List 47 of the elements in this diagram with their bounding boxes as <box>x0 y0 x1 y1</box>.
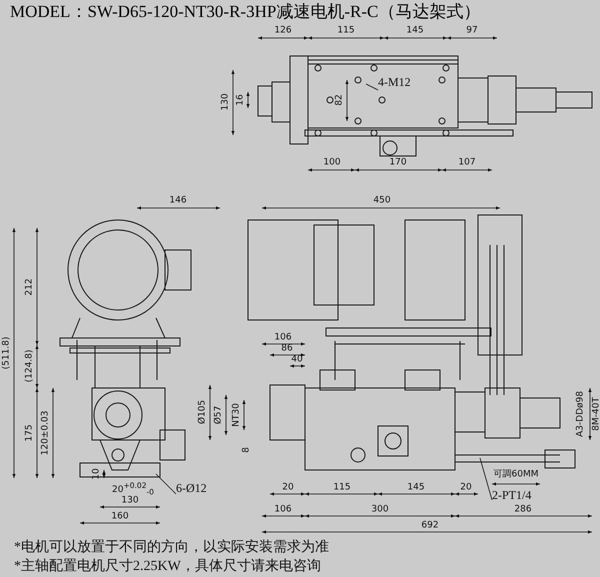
dimension-text: 100 <box>323 158 341 168</box>
dimension-text: 可調60MM <box>494 470 538 480</box>
dimension-text: 8M-40T <box>592 397 600 431</box>
dimension-text: 175 <box>26 424 34 442</box>
dimension-text: 130 <box>222 93 230 111</box>
dimension-text: 97 <box>466 26 478 36</box>
dimension-text: 86 <box>281 344 293 354</box>
dimension-text: 692 <box>421 522 439 530</box>
callout-text: 2-PT1/4 <box>492 489 532 501</box>
dimension-text: 212 <box>26 278 34 296</box>
dimension-text: 20 <box>282 484 294 492</box>
dimension-text: 106 <box>274 506 292 514</box>
dimension-text: 170 <box>389 158 407 168</box>
dimension-text: 126 <box>274 26 292 36</box>
dimension-text: 286 <box>514 506 532 514</box>
dimension-text: 16 <box>236 94 246 106</box>
dimension-text: 300 <box>371 506 389 514</box>
dimension-text: 20 <box>460 484 472 492</box>
dimension-text: 120±0.03 <box>42 410 50 456</box>
leader-line <box>366 84 378 90</box>
dimension-text: 130 <box>121 496 139 506</box>
dimension-text: 115 <box>333 484 351 492</box>
dimension-text: 145 <box>406 26 424 36</box>
note-text: *主轴配置电机尺寸2.25KW，具体尺寸请来电咨询 <box>14 560 321 574</box>
note-text: *电机可以放置于不同的方向，以实际安装需求为准 <box>14 541 329 555</box>
dimension-text: (511.8) <box>2 336 12 370</box>
title: MODEL：SW-D65-120-NT30-R-3HP减速电机-R-C（马达架式） <box>10 1 480 23</box>
dimension-text: 106 <box>274 334 292 342</box>
dimension-text: 40 <box>291 356 303 364</box>
dimension-text: A3-DDø98 <box>576 391 586 437</box>
dimension-text: 82 <box>336 94 344 106</box>
leader-line <box>480 458 492 500</box>
dimension-text: 450 <box>373 196 391 206</box>
dimension-text: 145 <box>407 484 425 492</box>
callout-text: 4-M12 <box>378 76 411 88</box>
dimension-text: NT30 <box>232 403 242 427</box>
dimension-text: 107 <box>458 158 476 168</box>
callout-text: 6-Ø12 <box>176 482 207 494</box>
dimension-text: 10 <box>92 468 102 480</box>
dimension-text: 115 <box>337 26 355 36</box>
dimension-text: (124.8) <box>26 350 34 382</box>
dimension-text: 146 <box>169 196 187 206</box>
dimension-text: 160 <box>111 512 129 522</box>
dimension-text: Ø57 <box>214 406 224 424</box>
dimension-text: 8 <box>242 447 252 453</box>
leader-line <box>156 474 176 494</box>
dimension-text: Ø105 <box>198 400 208 424</box>
